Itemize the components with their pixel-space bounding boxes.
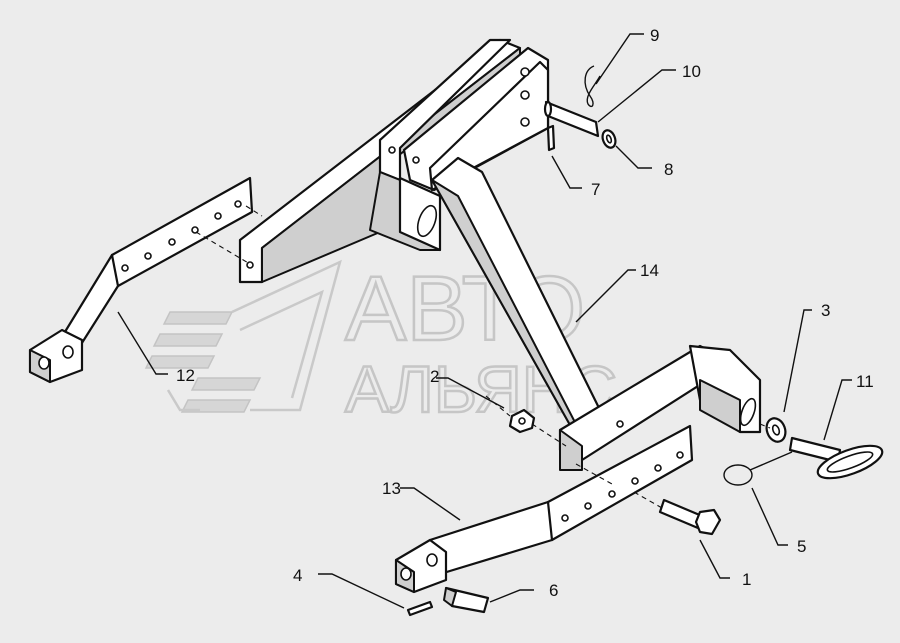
pin-6 bbox=[443, 586, 490, 614]
lynch-pin-11 bbox=[788, 436, 884, 480]
callout-7: 7 bbox=[591, 180, 600, 199]
upper-frame-bracket bbox=[238, 38, 550, 284]
bolt-1 bbox=[658, 498, 722, 536]
callout-13: 13 bbox=[382, 479, 401, 498]
callout-1: 1 bbox=[742, 570, 751, 589]
callout-3: 3 bbox=[821, 301, 830, 320]
ring-5 bbox=[723, 451, 793, 486]
callout-10: 10 bbox=[682, 62, 701, 81]
pin-10 bbox=[543, 100, 600, 138]
callout-6: 6 bbox=[549, 581, 558, 600]
callout-5: 5 bbox=[797, 537, 806, 556]
watermark-logo bbox=[144, 259, 342, 413]
diagonal-strut bbox=[430, 156, 602, 434]
spring-pin-4 bbox=[406, 600, 434, 617]
callout-12: 12 bbox=[176, 366, 195, 385]
callout-4: 4 bbox=[293, 566, 302, 585]
callout-14: 14 bbox=[640, 261, 659, 280]
lower-crossbar bbox=[558, 344, 762, 471]
spring-pin-7 bbox=[546, 124, 556, 152]
nut-2 bbox=[508, 408, 536, 434]
cotter-pin-9 bbox=[584, 65, 601, 108]
lower-arm bbox=[394, 424, 694, 594]
washer-8 bbox=[601, 129, 617, 149]
left-arm bbox=[28, 176, 254, 384]
leader-lines bbox=[117, 33, 852, 609]
washer-3 bbox=[765, 417, 787, 443]
callout-9: 9 bbox=[650, 26, 659, 45]
callout-2: 2 bbox=[430, 367, 439, 386]
callout-8: 8 bbox=[664, 160, 673, 179]
callout-11: 11 bbox=[856, 372, 874, 391]
